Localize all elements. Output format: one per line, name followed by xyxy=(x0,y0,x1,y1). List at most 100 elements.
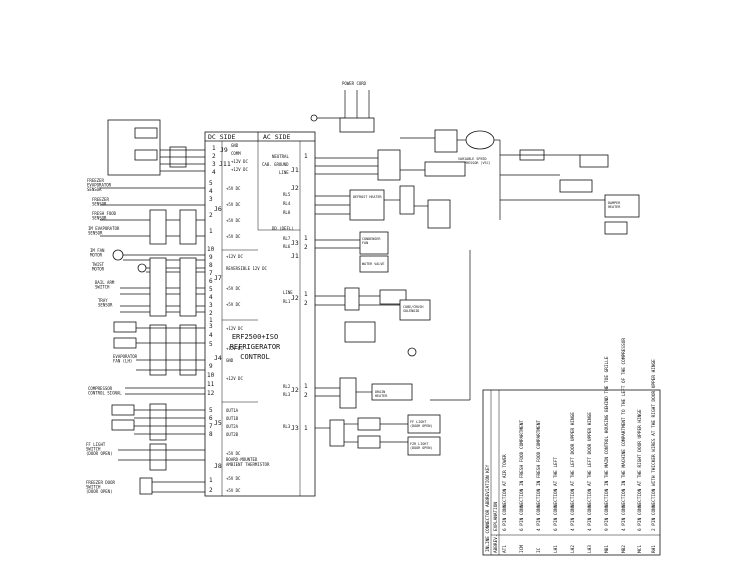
ac-label-line: LINE xyxy=(279,170,289,175)
inline-connector-mb1c xyxy=(339,377,357,409)
connector-pin: 4 xyxy=(209,294,213,301)
connector-pin: 2 xyxy=(209,310,213,317)
connector-pin: 7 xyxy=(209,270,213,277)
connector-pin: 7 xyxy=(209,423,213,430)
connector-pin: 9 xyxy=(209,254,213,261)
board-title-line3: CONTROL xyxy=(240,353,270,361)
dc-label-plus5-f: +5V DC xyxy=(226,302,241,307)
compressor-relay xyxy=(434,129,458,153)
key-abbr: ICM xyxy=(519,545,525,553)
ac-label-rl1: RL1 xyxy=(283,299,291,304)
power-cord-block xyxy=(339,117,375,133)
dc-connector-j9: J9 1 2 3 4 J11 xyxy=(212,145,231,176)
connector-pin: 2 xyxy=(209,487,213,494)
connector-label-j1: J1 xyxy=(291,166,299,174)
dc-label-plus5-d: +5V DC xyxy=(226,234,241,239)
load-module xyxy=(111,419,135,431)
connector-pin: 1 xyxy=(304,235,308,242)
connector-key-table: INLINE CONNECTOR ABBREVIATION KEY ABBREV… xyxy=(482,338,661,556)
plug-module xyxy=(559,179,593,193)
connector-pin: 10 xyxy=(207,246,215,253)
connector-pin: 10 xyxy=(207,372,215,379)
connector-pin: 4 xyxy=(209,332,213,339)
dc-label-plus12-d: +12V DC xyxy=(226,326,243,331)
key-table-outline xyxy=(482,389,661,556)
inline-connector-ic xyxy=(344,287,360,311)
key-text: 2 PIN CONNECTION WITH THICKER WIRES AT T… xyxy=(651,359,657,531)
connector-pin: 9 xyxy=(209,363,213,370)
dc-connector-j6: J6 5 4 3 2 1 xyxy=(209,180,222,235)
ac-side-labels: NEUTRAL CAB. GROUND LINE RL5 RL4 RL8 DD … xyxy=(262,154,294,429)
connector-label-j1b: J1 xyxy=(291,252,299,260)
inline-connector-mb2 xyxy=(179,324,197,376)
inline-connector-lh1 xyxy=(149,324,167,376)
dc-label-board-mounted: BOARD-MOUNTED xyxy=(226,457,258,462)
connector-pin: 1 xyxy=(304,383,308,390)
ac-label-neutral: NEUTRAL xyxy=(272,154,289,159)
connector-pin: 4 xyxy=(209,188,213,195)
connector-pin: 5 xyxy=(209,286,213,293)
dc-label-ambient: AMBIENT THERMISTOR xyxy=(226,462,270,467)
dc-label-out2a: OUT2A xyxy=(226,424,239,429)
twist-motor-icon xyxy=(137,263,147,273)
plug-module xyxy=(604,221,628,235)
ground-screw-icon xyxy=(310,114,318,122)
freezer-light-block xyxy=(407,436,441,456)
connector-pin: 1 xyxy=(304,291,308,298)
inline-connector-icm xyxy=(149,209,167,245)
plug-module xyxy=(357,435,381,449)
dc-label-plus12-f: +12V DC xyxy=(226,376,243,381)
dc-label-plus5-a: +5V DC xyxy=(226,186,241,191)
ac-label-rl3b: RL3 xyxy=(283,424,291,429)
ac-connector-j2: J2 J2 J2 1 2 1 2 xyxy=(291,184,308,399)
ac-connector-j3: J3 1 2 J3 1 xyxy=(291,235,308,432)
control-board-outline xyxy=(204,131,316,497)
ac-label-rl3: RL3 xyxy=(283,392,291,397)
inline-connector-lh2 xyxy=(399,185,415,215)
top-left-plug xyxy=(134,127,158,139)
plug-module xyxy=(579,154,609,168)
solenoid-block xyxy=(379,289,407,305)
key-table-col-abbrev: ABBREV. xyxy=(493,534,499,553)
connector-label-j9: J9 xyxy=(220,146,228,154)
inline-connector-rh1 xyxy=(329,419,345,447)
dispenser-block xyxy=(399,299,431,321)
key-abbr: IC xyxy=(536,547,542,553)
plug-module xyxy=(357,417,381,431)
dc-label-gnd-b: GND xyxy=(226,358,234,363)
connector-pin: 2 xyxy=(209,212,213,219)
label-freezer-light: FZR LIGHT(DOOR OPEN) xyxy=(410,442,432,450)
label-water-valve: WATER VALVE xyxy=(362,262,384,266)
connector-label-j2a: J2 xyxy=(291,184,299,192)
ac-connector-j1: J1 J1 1 xyxy=(291,153,308,260)
ac-label-line2: LINE xyxy=(283,290,293,295)
key-table-title: INLINE CONNECTOR ABBREVIATION KEY xyxy=(485,464,491,552)
dc-label-rev12: REVERSIBLE 12V DC xyxy=(226,266,268,271)
connector-pin: 4 xyxy=(212,169,216,176)
key-abbr: RH1 xyxy=(651,545,657,553)
key-table-col-expl: EXPLANATION xyxy=(493,502,499,531)
key-text: 6 PIN CONNECTION AT THE RIGHT DOOR UPPER… xyxy=(637,409,643,531)
connector-pin: 5 xyxy=(209,341,213,348)
dc-label-plus12-e: +12V DC xyxy=(226,346,243,351)
connector-label-j2b: J2 xyxy=(291,294,299,302)
key-abbr: MC1 xyxy=(637,545,643,553)
dc-label-gnd: GND xyxy=(231,143,239,148)
load-module xyxy=(113,321,137,333)
connector-pin: 6 xyxy=(209,415,213,422)
key-text: 9 PIN CONNECTION IN THE MAIN CONTROL HOU… xyxy=(604,356,610,531)
connector-label-j6: J6 xyxy=(214,205,222,213)
